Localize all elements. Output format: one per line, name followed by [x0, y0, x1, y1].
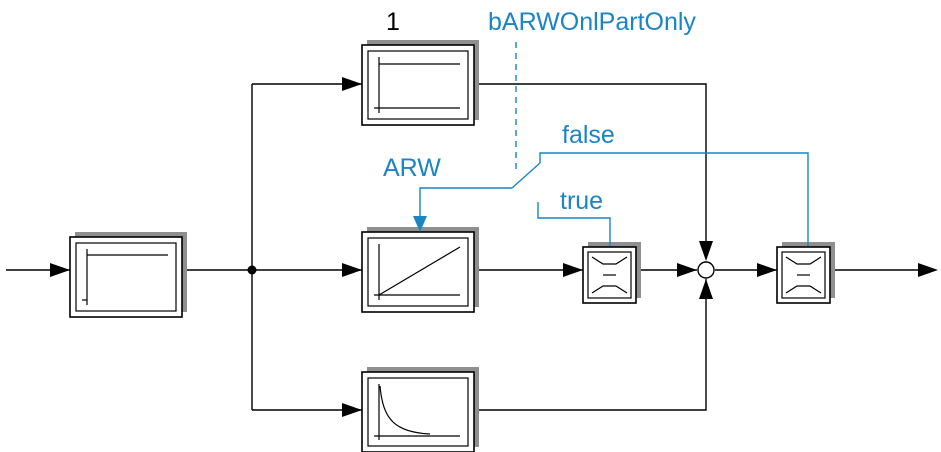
step-response-icon [374, 57, 460, 113]
decay-icon [374, 384, 460, 440]
switch-false-label: false [562, 121, 615, 149]
anti-windup-arrow [413, 216, 427, 232]
proportional-input-arrow [342, 77, 362, 91]
anti-windup-label: ARW [383, 154, 441, 182]
derivative-block [361, 367, 479, 452]
control-signal-label: bARWOnlPartOnly [488, 8, 696, 36]
proportional-block-number: 1 [386, 8, 400, 36]
control-lines [413, 42, 809, 246]
signal-arrowheads [50, 77, 938, 417]
derivative-to-sum-line [477, 279, 707, 411]
input-arrow [50, 263, 70, 277]
step-response-icon [82, 249, 168, 305]
anti-windup-limiter-block [582, 242, 641, 304]
signal-lines [6, 83, 928, 411]
output-arrow [918, 263, 938, 277]
derivative-input-arrow [342, 403, 362, 417]
switch-contact-line [511, 162, 541, 189]
switch-true-label: true [560, 187, 603, 215]
ramp-icon [374, 244, 461, 300]
limiter-icon [785, 256, 822, 294]
summing-junction [697, 261, 715, 279]
switch-false-branch-line [539, 152, 809, 246]
branch-point [247, 265, 257, 275]
input-block [69, 232, 187, 318]
limiter-input-arrow [563, 263, 583, 277]
integral-block [361, 227, 479, 313]
proportional-block [361, 40, 479, 126]
integral-input-arrow [342, 263, 362, 277]
output-limiter-input-arrow [757, 263, 777, 277]
sum-bottom-input-arrow [699, 279, 713, 299]
switch-true-branch-line [537, 202, 611, 246]
sum-left-input-arrow [677, 263, 697, 277]
anti-windup-feedback-line [419, 187, 512, 222]
limiter-icon [591, 256, 628, 294]
proportional-to-sum-line [477, 83, 707, 252]
output-limiter-block [776, 242, 835, 304]
sum-top-input-arrow [699, 241, 713, 261]
